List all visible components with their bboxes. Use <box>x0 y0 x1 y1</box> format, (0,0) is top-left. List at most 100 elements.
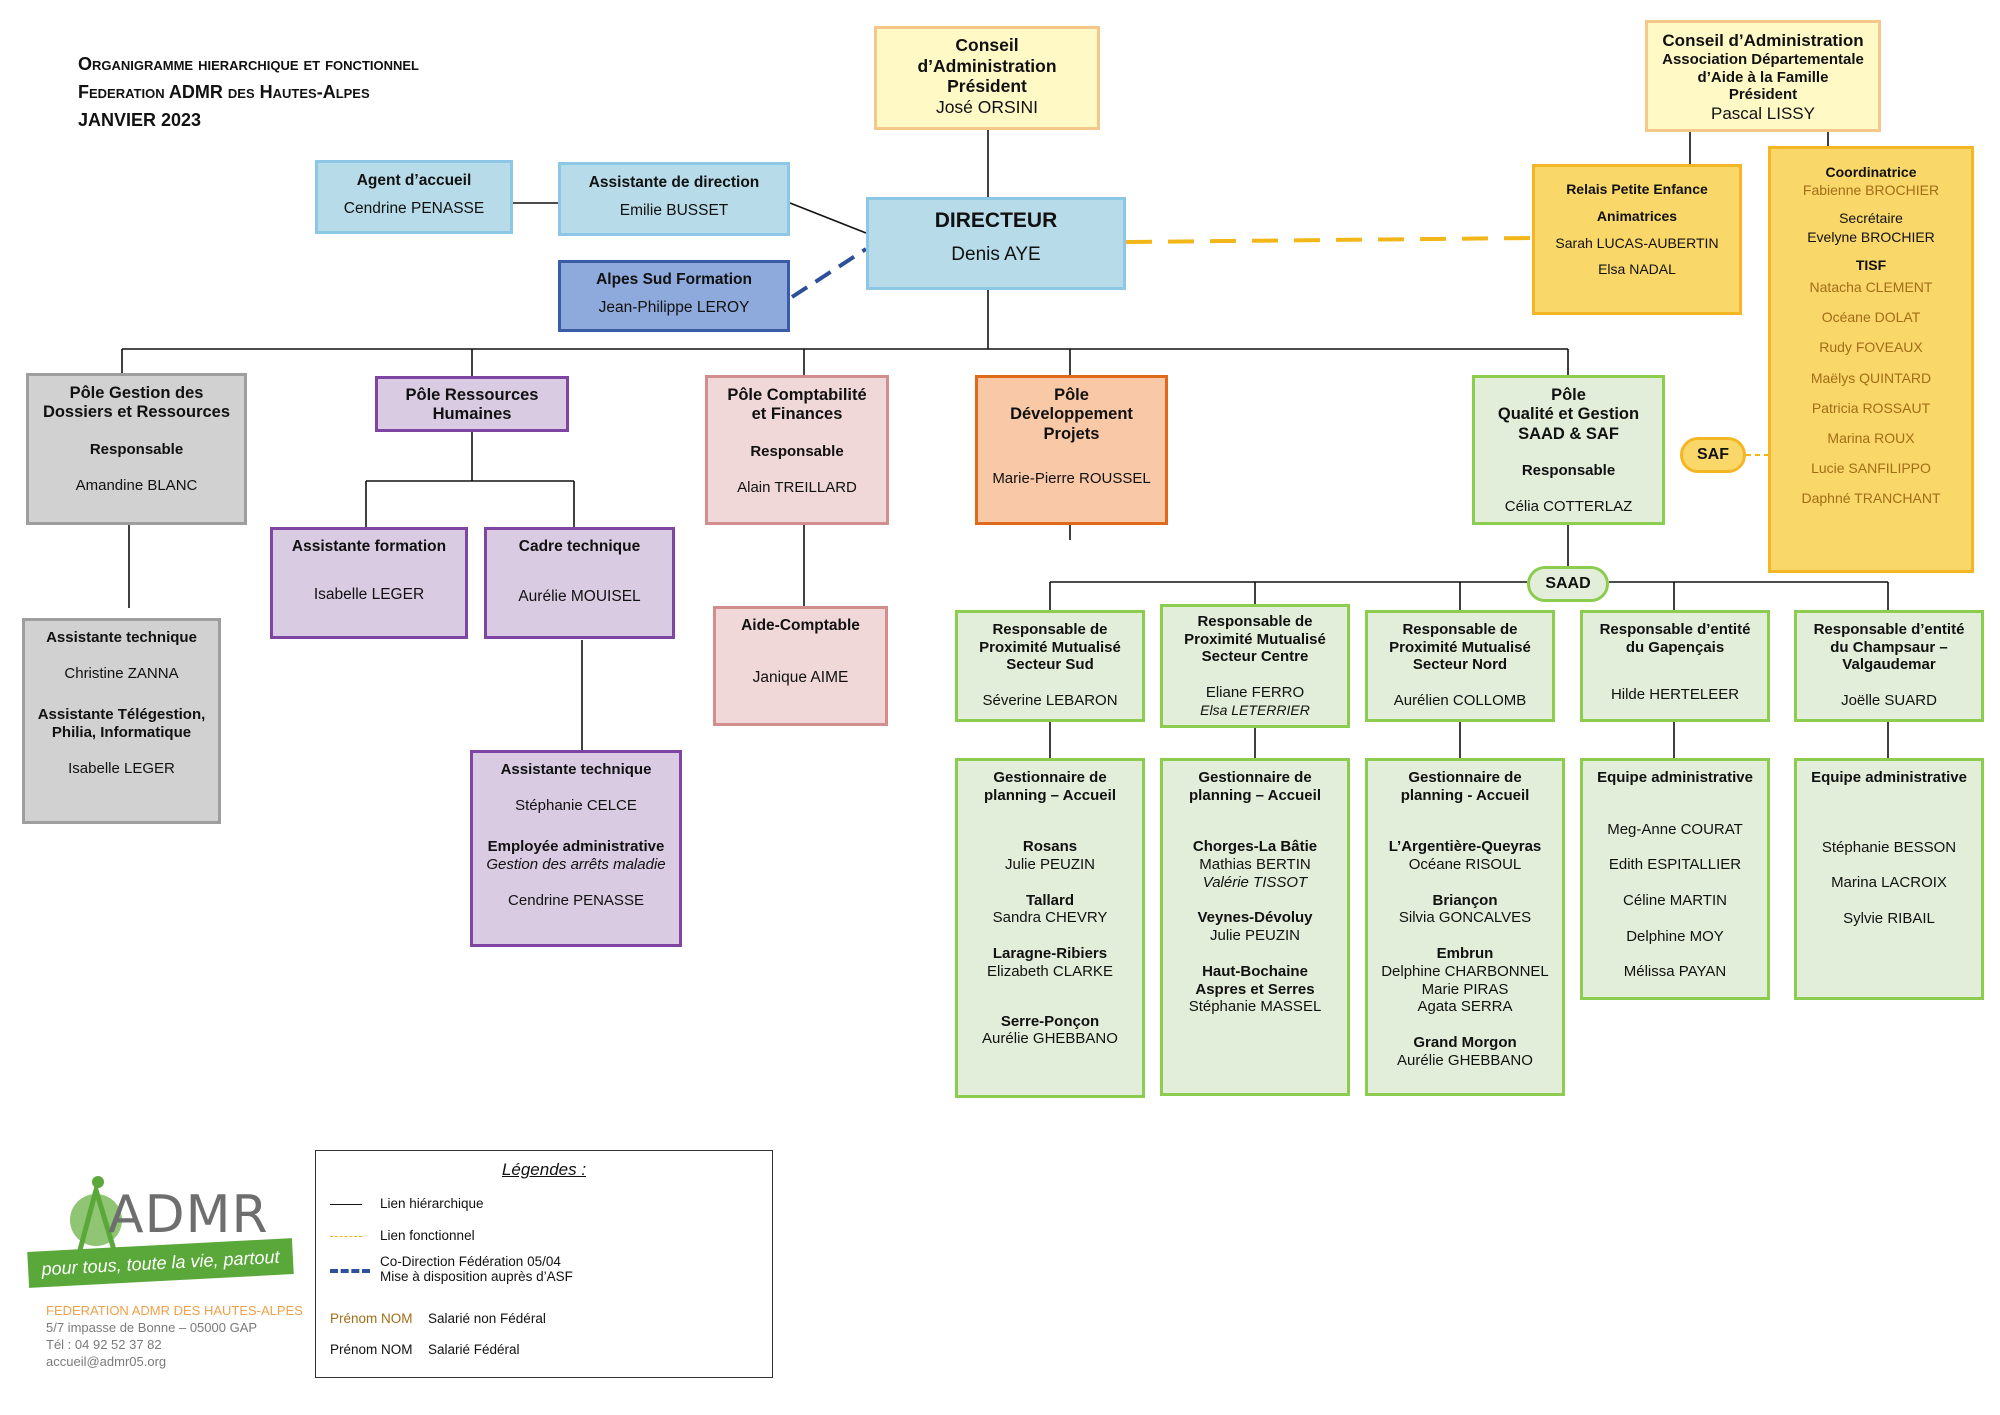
legend-hier-label: Lien hiérarchique <box>380 1196 484 1211</box>
resp-centre-l2: Proximité Mutualisé <box>1184 630 1326 648</box>
equipe-gap-name-4: Delphine MOY <box>1626 927 1724 945</box>
pole-dev-l2: Développement <box>1010 405 1133 424</box>
resp-sud-l3: Secteur Sud <box>1006 656 1094 674</box>
assistante-direction-name: Emilie BUSSET <box>619 202 729 220</box>
responsable-sud-box: Responsable de Proximité Mutualisé Secte… <box>955 610 1145 722</box>
pole-dossiers-l1: Pôle Gestion des <box>69 384 204 402</box>
assist-tech-dossiers-name: Christine ZANNA <box>64 664 179 682</box>
assist-tech-dossiers-title: Assistante technique <box>46 629 197 646</box>
planning-nord-l2: planning - Accueil <box>1400 786 1530 804</box>
coordinatrice-box: Coordinatrice Fabienne BROCHIER Secrétai… <box>1768 146 1974 573</box>
equipe-admin-gapencais-box: Equipe administrative Meg-Anne COURAT Ed… <box>1580 758 1770 1000</box>
planning-sud-p2: Tallard <box>1025 891 1075 909</box>
conseil-asf-l4: Président <box>1728 86 1798 104</box>
pole-compta-l1: Pôle Comptabilité <box>727 386 867 404</box>
conseil-asf-l1: Conseil d’Administration <box>1662 31 1864 50</box>
coordinatrice-title: Coordinatrice <box>1825 164 1917 180</box>
conseil-administration-box: Conseil d’Administration Président José … <box>874 26 1100 130</box>
planning-centre-p3b: Aspres et Serres <box>1195 980 1315 998</box>
conseil-name: José ORSINI <box>935 96 1039 117</box>
tisf-name-2: Océane DOLAT <box>1821 309 1921 326</box>
planning-sud-box: Gestionnaire de planning – Accueil Rosan… <box>955 758 1145 1098</box>
assistante-direction-box: Assistante de direction Emilie BUSSET <box>558 162 790 236</box>
pole-qualite-role: Responsable <box>1521 462 1616 480</box>
equipe-gap-name-5: Mélissa PAYAN <box>1623 963 1727 981</box>
org-address: 5/7 impasse de Bonne – 05000 GAP <box>46 1320 258 1335</box>
assist-tech-rh-title: Assistante technique <box>500 761 652 778</box>
pole-dev-name: Marie-Pierre ROUSSEL <box>992 470 1151 488</box>
conseil-l2: d’Administration <box>917 55 1057 76</box>
planning-centre-l2: planning – Accueil <box>1189 786 1321 804</box>
equipe-champ-title: Equipe administrative <box>1811 769 1967 786</box>
conseil-l1: Conseil <box>955 35 1019 55</box>
tisf-name-4: Maëlys QUINTARD <box>1810 369 1932 386</box>
assistante-technique-rh-box: Assistante technique Stéphanie CELCE Emp… <box>470 750 682 947</box>
planning-centre-n1: Mathias BERTIN <box>1199 856 1311 874</box>
equipe-champ-name-1: Stéphanie BESSON <box>1821 838 1957 856</box>
resp-centre-name: Eliane FERRO <box>1205 684 1305 702</box>
resp-sud-l1: Responsable de <box>992 621 1108 638</box>
planning-nord-l1: Gestionnaire de <box>1408 769 1522 786</box>
aide-compta-title: Aide-Comptable <box>741 617 860 634</box>
pole-compta-l2: et Finances <box>751 405 843 424</box>
planning-centre-box: Gestionnaire de planning – Accueil Chorg… <box>1160 758 1350 1096</box>
resp-gap-name: Hilde HERTELEER <box>1610 686 1740 704</box>
planning-centre-n3: Stéphanie MASSEL <box>1188 998 1322 1016</box>
equipe-gap-name-1: Meg-Anne COURAT <box>1607 820 1743 838</box>
title-line-2: Federation ADMR des Hautes-Alpes <box>78 82 370 102</box>
assist-tech-rh-name: Stéphanie CELCE <box>515 796 637 814</box>
resp-champ-l3: Valgaudemar <box>1842 656 1936 674</box>
assist-teleg-name: Isabelle LEGER <box>68 759 175 777</box>
aide-compta-name: Janique AIME <box>752 669 849 687</box>
title-line-1: Organigramme hierarchique et fonctionnel <box>78 54 419 74</box>
pole-dev-l3: Projets <box>1043 424 1100 443</box>
page-title: Organigramme hierarchique et fonctionnel… <box>78 50 419 134</box>
assistante-direction-title: Assistante de direction <box>588 174 760 191</box>
agent-accueil-name: Cendrine PENASSE <box>343 200 485 218</box>
relais-name-2: Elsa NADAL <box>1598 261 1676 278</box>
organization-info: FEDERATION ADMR DES HAUTES-ALPES 5/7 imp… <box>46 1302 303 1370</box>
legend-codir-l1: Co-Direction Fédération 05/04 <box>380 1254 561 1269</box>
relais-title: Relais Petite Enfance <box>1566 181 1708 197</box>
planning-nord-n2: Silvia GONCALVES <box>1398 909 1532 927</box>
resp-champ-l2: du Champsaur – <box>1830 638 1948 656</box>
planning-nord-box: Gestionnaire de planning - Accueil L’Arg… <box>1365 758 1565 1096</box>
legend-sample2: Prénom NOM <box>330 1342 413 1357</box>
resp-centre-l3: Secteur Centre <box>1201 648 1309 666</box>
pole-dossiers-box: Pôle Gestion des Dossiers et Ressources … <box>26 373 247 525</box>
assist-teleg-title-a: Assistante Télégestion, <box>37 706 206 724</box>
secretaire-name: Evelyne BROCHIER <box>1807 228 1935 245</box>
pole-qualite-box: Pôle Qualité et Gestion SAAD & SAF Respo… <box>1472 375 1665 525</box>
legend-fonc-label: Lien fonctionnel <box>380 1228 475 1243</box>
conseil-l3: Président <box>947 76 1027 97</box>
equipe-champ-name-2: Marina LACROIX <box>1831 874 1947 892</box>
planning-centre-n1i: Valérie TISSOT <box>1202 873 1308 891</box>
logo-text: ADMR <box>108 1185 269 1245</box>
planning-centre-l1: Gestionnaire de <box>1198 769 1312 786</box>
pole-dossiers-l2: Dossiers et Ressources <box>42 403 231 422</box>
org-name: FEDERATION ADMR DES HAUTES-ALPES <box>46 1303 303 1318</box>
pole-qualite-name: Célia COTTERLAZ <box>1504 498 1633 516</box>
saf-pill: SAF <box>1680 437 1746 473</box>
planning-nord-p3: Embrun <box>1436 945 1494 963</box>
admr-logo-icon <box>70 1176 122 1251</box>
equipe-gap-name-3: Céline MARTIN <box>1623 892 1727 910</box>
employee-admin-title: Employée administrative <box>487 838 665 856</box>
tisf-role: TISF <box>1855 256 1887 273</box>
cadre-tech-title: Cadre technique <box>518 538 641 555</box>
directeur-title: DIRECTEUR <box>934 209 1058 232</box>
legend-hier-swatch <box>330 1204 362 1205</box>
resp-centre-name-i: Elsa LETERRIER <box>1200 701 1310 718</box>
planning-nord-n3a: Delphine CHARBONNEL <box>1381 962 1549 980</box>
responsable-champsaur-box: Responsable d’entité du Champsaur – Valg… <box>1794 610 1984 722</box>
planning-sud-n3: Elizabeth CLARKE <box>987 962 1113 980</box>
pole-rh-l2: Humaines <box>432 405 512 424</box>
planning-sud-p4: Serre-Ponçon <box>1000 1012 1100 1030</box>
pole-dev-l1: Pôle <box>1054 386 1089 404</box>
legend-sample1: Prénom NOM <box>330 1311 413 1326</box>
employee-admin-name: Cendrine PENASSE <box>508 891 644 909</box>
cadre-technique-box: Cadre technique Aurélie MOUISEL <box>484 527 675 639</box>
legend-sample1-label: Salarié non Fédéral <box>428 1311 546 1326</box>
planning-sud-p1: Rosans <box>1022 838 1078 856</box>
